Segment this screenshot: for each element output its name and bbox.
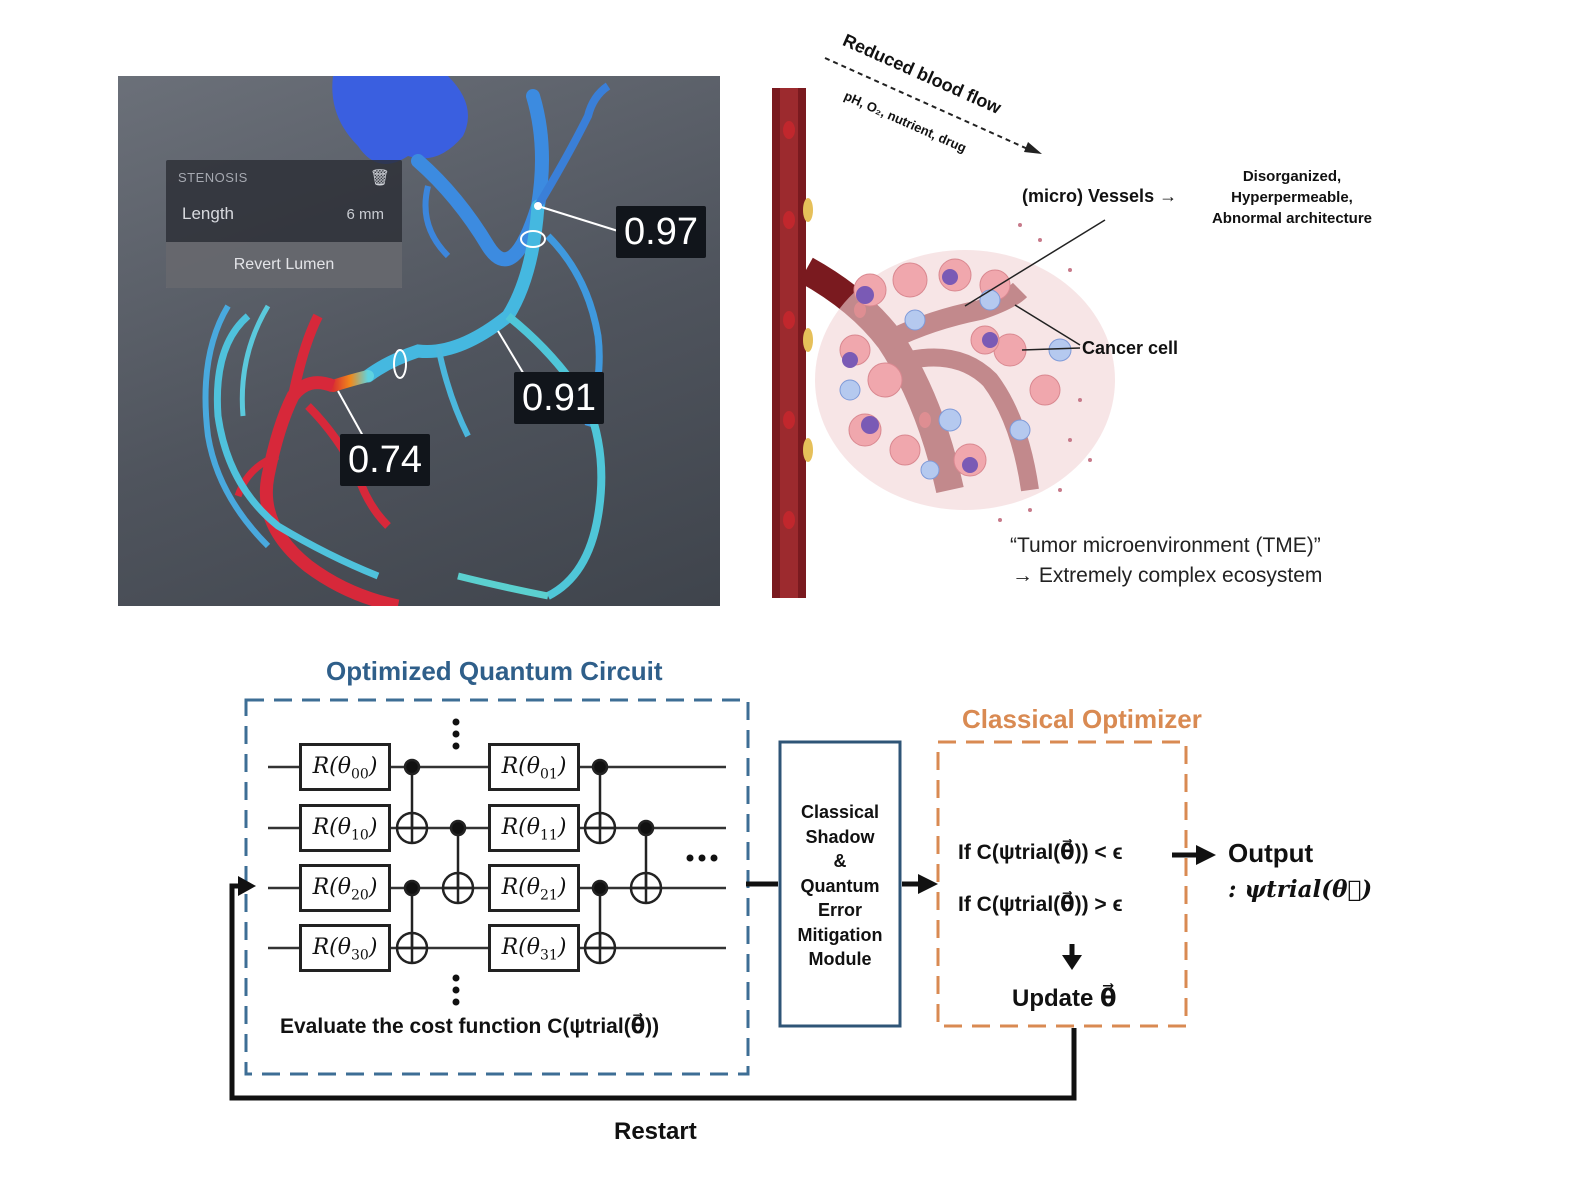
update-theta-label: Update θ⃗: [1012, 984, 1117, 1013]
rotation-gate-30: R(θ30): [299, 924, 391, 972]
rotation-gate-10: R(θ10): [299, 804, 391, 852]
gate-theta: θ: [527, 875, 540, 900]
gate-index: 21: [540, 887, 558, 903]
gate-index: 30: [351, 947, 369, 963]
rotation-gate-21: R(θ21): [488, 864, 580, 912]
rotation-gate-01: R(θ01): [488, 743, 580, 791]
gate-index: 31: [540, 947, 558, 963]
gate-theta: θ: [338, 815, 351, 840]
module-line: Classical: [782, 800, 898, 825]
shadow-module-label: Classical Shadow & Quantum Error Mitigat…: [782, 800, 898, 972]
module-line: Module: [782, 947, 898, 972]
output-label: Output: [1228, 838, 1313, 869]
module-line: Shadow: [782, 825, 898, 850]
gate-index: 01: [540, 766, 558, 782]
gate-theta: θ: [338, 754, 351, 779]
rotation-gate-31: R(θ31): [488, 924, 580, 972]
gate-theta: θ: [527, 754, 540, 779]
gate-index: 20: [351, 887, 369, 903]
gate-index: 10: [351, 827, 369, 843]
gate-theta: θ: [338, 935, 351, 960]
restart-label: Restart: [614, 1118, 697, 1146]
condition-greater-than: If C(ψtrial(θ⃗)) > ϵ: [958, 892, 1123, 917]
cost-function-label: Evaluate the cost function C(ψtrial(θ⃗)): [280, 1014, 659, 1039]
module-line: Quantum: [782, 874, 898, 899]
condition-less-than: If C(ψtrial(θ⃗)) < ϵ: [958, 840, 1123, 865]
module-line: Error: [782, 898, 898, 923]
module-line: &: [782, 849, 898, 874]
gate-theta: θ: [338, 875, 351, 900]
rotation-gate-11: R(θ11): [488, 804, 580, 852]
gate-theta: θ: [527, 815, 540, 840]
module-line: Mitigation: [782, 923, 898, 948]
gate-index: 00: [351, 766, 369, 782]
output-value: : ψtrial(θ⃗): [1228, 876, 1372, 903]
gate-index: 11: [540, 827, 558, 843]
rotation-gate-00: R(θ00): [299, 743, 391, 791]
gate-theta: θ: [527, 935, 540, 960]
rotation-gate-20: R(θ20): [299, 864, 391, 912]
